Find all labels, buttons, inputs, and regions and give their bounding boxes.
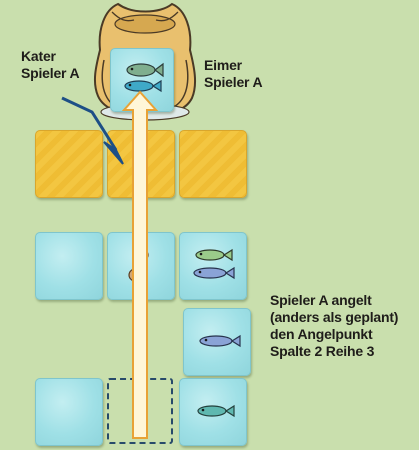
pointer-arrow-icon xyxy=(62,98,116,150)
move-arrow-icon xyxy=(124,92,156,438)
